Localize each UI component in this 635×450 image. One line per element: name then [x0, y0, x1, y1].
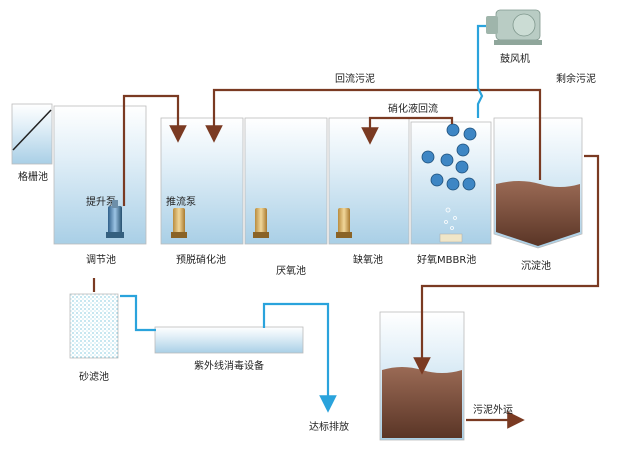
grille-tank: 格栅池 [11, 103, 53, 183]
grille-screen-icon [12, 109, 52, 151]
inflow-line [122, 94, 187, 206]
grille-label: 格栅池 [18, 170, 48, 183]
nitrification-reflux-line [361, 116, 454, 145]
aerobic-mbbr-tank: 好氧MBBR池 [410, 121, 492, 266]
push-flow-pump-label: 推流泵 [166, 195, 196, 208]
anoxic-label: 缺氧池 [353, 253, 383, 266]
sludge-lines [92, 88, 600, 429]
filter-to-uv-line [120, 294, 156, 332]
discharge-label: 达标排放 [309, 420, 349, 433]
uv-disinfection-unit: 紫外线消毒设备 [154, 326, 304, 372]
sedimentation-tank: 沉淀池 [493, 117, 583, 272]
anoxic-tank: 缺氧池 [328, 117, 410, 266]
uv-label: 紫外线消毒设备 [194, 359, 264, 372]
pre-denitrification-tank: 推流泵 预脱硝化池 [160, 117, 244, 266]
regulating-label: 调节池 [86, 253, 116, 266]
discharge-line [262, 302, 337, 413]
push-flow-pump-icon [171, 208, 187, 238]
sand-filter: 砂滤池 [69, 293, 119, 383]
anaerobic-pump-icon [253, 208, 269, 238]
air-supply-line [476, 24, 486, 118]
aerobic-mbbr-label: 好氧MBBR池 [417, 253, 476, 266]
anaerobic-tank: 厌氧池 [244, 117, 328, 277]
sludge-out-label: 污泥外运 [473, 403, 513, 416]
anoxic-pump-icon [336, 208, 352, 238]
blower-icon [486, 9, 542, 45]
lift-pump-label: 提升泵 [86, 196, 116, 208]
lift-pump-icon [106, 200, 124, 238]
nitrification-reflux-label: 硝化液回流 [388, 102, 438, 115]
pre-denitrification-label: 预脱硝化池 [176, 253, 226, 266]
blower-label: 鼓风机 [500, 52, 530, 65]
sand-filter-label: 砂滤池 [79, 370, 109, 383]
excess-sludge-label: 剩余污泥 [556, 72, 596, 85]
excess-sludge-line [413, 154, 600, 375]
anaerobic-label: 厌氧池 [276, 264, 306, 277]
water-lines [120, 24, 486, 413]
aeration-bubbles-icon [444, 207, 457, 230]
return-sludge-line [205, 88, 542, 180]
return-sludge-label: 回流污泥 [335, 72, 375, 85]
mbbr-carrier-icons [421, 123, 477, 191]
sedimentation-label: 沉淀池 [521, 259, 551, 272]
aerator-icon [439, 233, 463, 243]
regulating-tank: 提升泵 调节池 [53, 105, 147, 266]
